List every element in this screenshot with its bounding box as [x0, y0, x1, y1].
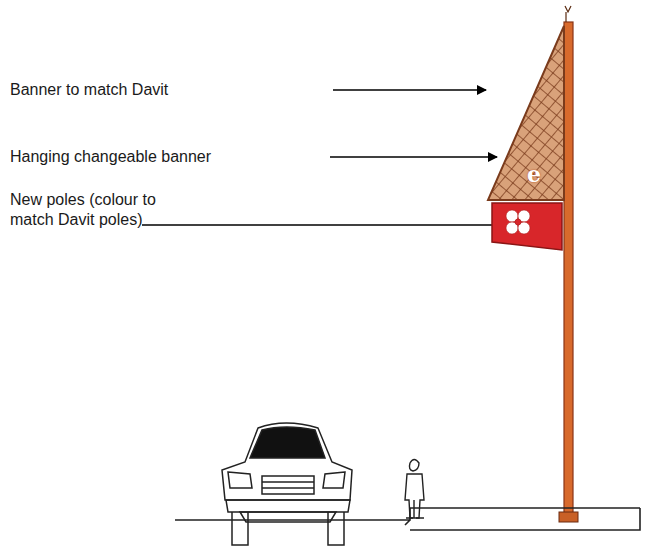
callout-label: New poles (colour to match Davit poles): [10, 190, 182, 230]
leader-line: [330, 156, 497, 157]
car-sketch: [222, 423, 352, 545]
pole-finial: [565, 6, 571, 22]
person-sketch: [405, 460, 424, 519]
callout-label: Hanging changeable banner: [10, 147, 330, 167]
ground-curb: [175, 508, 640, 530]
pole: [564, 22, 573, 520]
hanging-banner: [492, 203, 562, 250]
leader-line: [333, 89, 486, 90]
pole-base: [559, 512, 578, 522]
flower-logo: [506, 210, 530, 234]
callout-label: Banner to match Davit: [10, 80, 330, 100]
davit-banner: [488, 26, 564, 200]
banner-logo-letter: e: [527, 163, 557, 185]
